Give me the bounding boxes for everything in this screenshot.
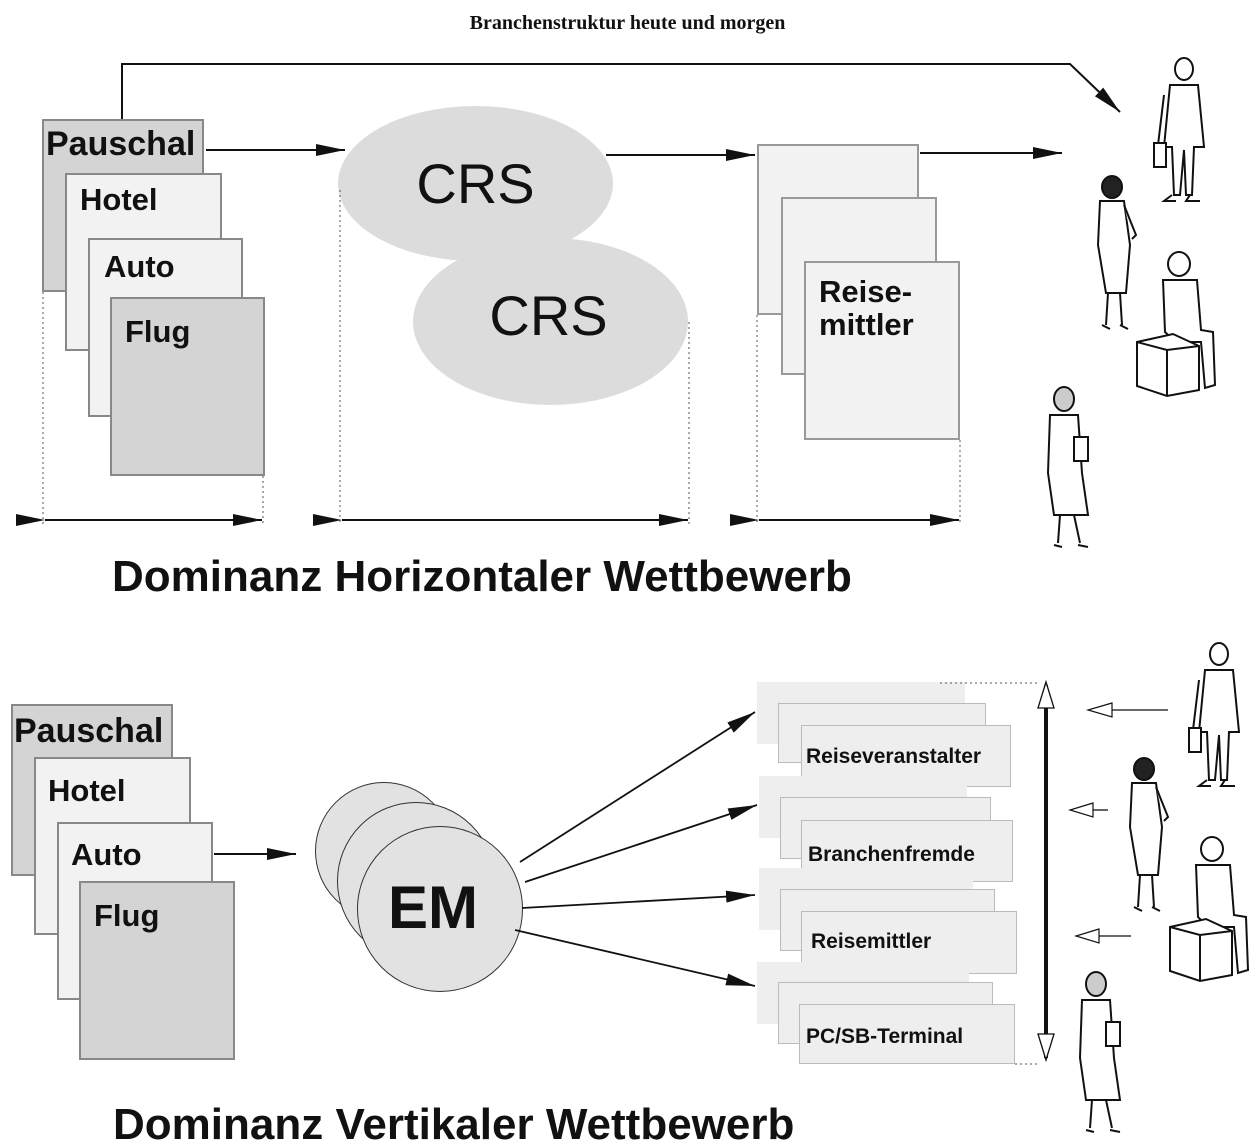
heading-vertical: Dominanz Vertikaler Wettbewerb bbox=[113, 1100, 795, 1144]
label-auto-bottom: Auto bbox=[71, 837, 142, 872]
vertical-range-arrow-head-top bbox=[1037, 679, 1055, 709]
flow-arrow-em-to-reisemittler bbox=[521, 890, 756, 909]
label-auto-top: Auto bbox=[104, 249, 175, 284]
businesswoman-icon-top bbox=[1096, 175, 1138, 330]
demand-arrow-1-head bbox=[1085, 702, 1113, 718]
card-flug-bottom bbox=[79, 881, 235, 1060]
crs-label-2: CRS bbox=[489, 284, 608, 347]
seated-traveller-icon-top bbox=[1136, 251, 1217, 398]
bypass-arrow bbox=[121, 63, 1121, 119]
page-title: Branchenstruktur heute und morgen bbox=[469, 12, 786, 34]
demand-arrow-3-head bbox=[1073, 928, 1100, 944]
heading-horizontal: Dominanz Horizontaler Wettbewerb bbox=[112, 552, 852, 601]
demand-arrow-2-head bbox=[1067, 802, 1094, 818]
dotted-guides bbox=[42, 190, 1040, 1065]
label-pauschal-top: Pauschal bbox=[46, 125, 196, 163]
channel-card-pcsb-front bbox=[799, 1004, 1015, 1064]
businesswoman-icon-bottom bbox=[1128, 757, 1170, 912]
channel-label-branchenfremde: Branchenfremde bbox=[808, 843, 975, 866]
channel-label-pcsb-terminal: PC/SB-Terminal bbox=[806, 1025, 964, 1048]
woman-with-folder-icon-top bbox=[1046, 386, 1090, 548]
flow-arrow-em-to-branchenfremde bbox=[524, 804, 758, 883]
channel-label-reiseveranstalter: Reiseveranstalter bbox=[806, 745, 982, 768]
businessman-icon-bottom bbox=[1188, 642, 1241, 787]
label-hotel-top: Hotel bbox=[80, 182, 158, 217]
label-reisemittler-top: Reise- mittler bbox=[819, 274, 914, 342]
flow-arrow-em-to-reiseveranstalter bbox=[519, 711, 756, 863]
label-pauschal-bottom: Pauschal bbox=[14, 712, 164, 750]
label-hotel-bottom: Hotel bbox=[48, 773, 126, 808]
em-label: EM bbox=[388, 874, 478, 941]
woman-with-folder-icon-bottom bbox=[1078, 971, 1122, 1133]
businessman-icon-top bbox=[1153, 57, 1206, 202]
label-flug-top: Flug bbox=[125, 314, 191, 349]
crs-ellipse-1: CRS bbox=[338, 106, 613, 261]
crs-ellipse-2: CRS bbox=[413, 238, 688, 405]
label-flug-bottom: Flug bbox=[94, 898, 160, 933]
card-reisemittler-front bbox=[804, 261, 960, 440]
seated-traveller-icon-bottom bbox=[1169, 836, 1250, 983]
crs-label-1: CRS bbox=[416, 152, 535, 215]
card-flug-top bbox=[110, 297, 265, 476]
vertical-range-arrow-head-bottom bbox=[1037, 1033, 1055, 1063]
em-circle-front bbox=[357, 826, 523, 992]
flow-arrow-em-to-pcsb bbox=[514, 929, 756, 987]
channel-label-reisemittler: Reisemittler bbox=[811, 930, 932, 953]
